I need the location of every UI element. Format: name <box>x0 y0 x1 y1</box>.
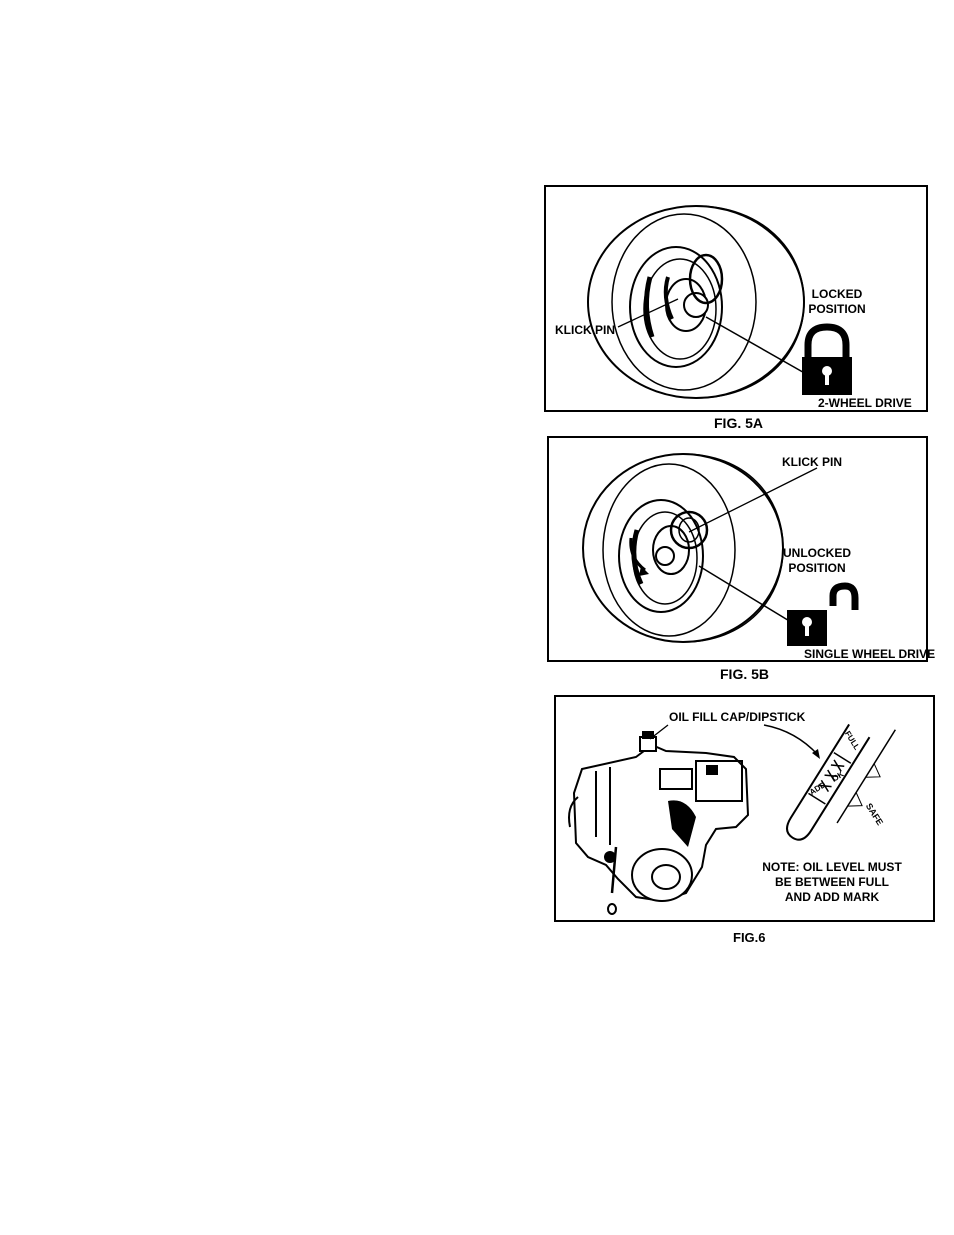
note-line3: AND ADD MARK <box>742 890 922 905</box>
drive-mode-label: 2-WHEEL DRIVE <box>818 396 912 411</box>
figure-5b-caption: FIG. 5B <box>720 666 769 682</box>
dipstick-icon <box>782 707 905 859</box>
locked-position-label: LOCKED POSITION <box>792 287 882 317</box>
wheel-unlocked-illustration <box>549 438 926 660</box>
note-line1: NOTE: OIL LEVEL MUST <box>742 860 922 875</box>
oil-level-note: NOTE: OIL LEVEL MUST BE BETWEEN FULL AND… <box>742 860 922 905</box>
position-line2: POSITION <box>775 561 859 576</box>
position-line1: UNLOCKED <box>775 546 859 561</box>
drive-mode-label: SINGLE WHEEL DRIVE <box>804 647 935 662</box>
klick-pin-label: KLICK PIN <box>555 323 615 338</box>
figure-6: OIL FILL CAP/DIPSTICK FULL OK ADD SAFE N… <box>554 695 935 922</box>
oil-fill-callout: OIL FILL CAP/DIPSTICK <box>669 710 805 725</box>
klick-pin-label: KLICK PIN <box>782 455 842 470</box>
note-line2: BE BETWEEN FULL <box>742 875 922 890</box>
figure-5b: KLICK PIN UNLOCKED POSITION SINGLE WHEEL… <box>547 436 928 662</box>
position-line2: POSITION <box>792 302 882 317</box>
unlocked-position-label: UNLOCKED POSITION <box>775 546 859 576</box>
position-line1: LOCKED <box>792 287 882 302</box>
figure-6-caption: FIG.6 <box>733 930 766 945</box>
figure-5a-caption: FIG. 5A <box>714 415 763 431</box>
figure-5a: KLICK PIN LOCKED POSITION 2-WHEEL DRIVE <box>544 185 928 412</box>
unlocked-padlock-icon <box>787 586 855 646</box>
locked-padlock-icon <box>802 327 852 395</box>
